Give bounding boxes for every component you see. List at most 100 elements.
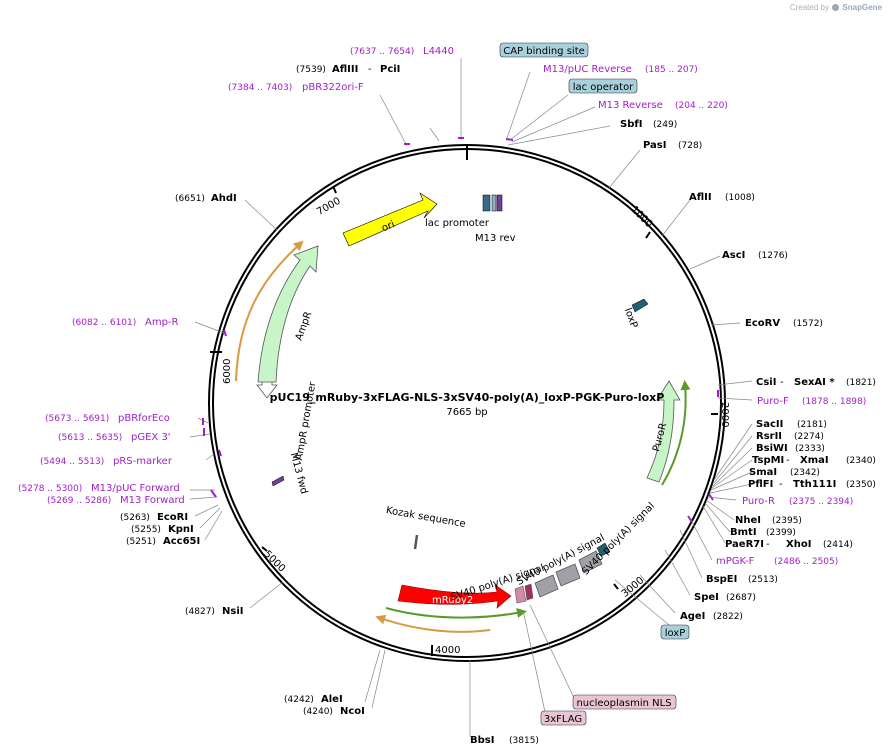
enzyme-pasi[interactable]: PasI <box>643 140 666 151</box>
primer-m13puc-fwd[interactable]: M13/pUC Forward <box>91 483 180 494</box>
loxp-box-label: loxP <box>665 628 686 639</box>
primer-pbrforeco[interactable]: pBRforEco <box>118 413 170 424</box>
primer-l4440-pos: (7637 .. 7654) <box>350 47 414 57</box>
enzyme-afliii[interactable]: AflIII <box>332 64 358 75</box>
credit-brand: SnapGene <box>842 3 882 12</box>
loxp-box[interactable]: loxP <box>660 624 690 640</box>
nucleoplasmin-nls-box[interactable]: nucleoplasmin NLS <box>572 694 677 710</box>
snapgene-logo-icon <box>832 4 840 11</box>
mruby2-feature[interactable]: mRuby2 <box>397 584 512 609</box>
ori-feature[interactable]: ori <box>342 192 438 247</box>
loxp-feature-top[interactable]: loxP <box>622 298 649 330</box>
enzyme-sbfi[interactable]: SbfI <box>620 119 642 130</box>
enzyme-bspei[interactable]: BspEI <box>706 574 737 585</box>
tick-2000-label: 2000 <box>719 402 730 427</box>
enzyme-bmti[interactable]: BmtI <box>730 527 757 538</box>
enzyme-bspei-pos: (2513) <box>748 575 778 585</box>
enzyme-acc65i[interactable]: Acc65I <box>163 536 200 547</box>
orf-arc-lower <box>375 614 491 633</box>
nucleoplasmin-nls-label: nucleoplasmin NLS <box>576 698 671 709</box>
primer-marks <box>202 137 719 523</box>
primer-ampr-pos: (6082 .. 6101) <box>72 318 136 328</box>
primer-m13puc-rev[interactable]: M13/pUC Reverse <box>543 64 632 75</box>
primer-pbr322ori[interactable]: pBR322ori-F <box>302 82 364 93</box>
enzyme-asci[interactable]: AscI <box>722 250 745 261</box>
primer-l4440[interactable]: L4440 <box>423 46 454 57</box>
kozak-label: Kozak sequence <box>385 505 466 530</box>
cap-binding-site-label: CAP binding site <box>503 46 585 57</box>
backbone-outer <box>208 144 726 662</box>
enzyme-rsrii-pos: (2274) <box>794 432 824 442</box>
tick-4000: 4000 <box>431 645 460 656</box>
enzyme-tspmi[interactable]: TspMI <box>752 455 784 466</box>
lac-operator-label: lac operator <box>573 82 634 93</box>
enzyme-bbsi[interactable]: BbsI <box>470 735 494 746</box>
enzyme-pflfi[interactable]: PflFI <box>748 479 773 490</box>
enzyme-sexai[interactable]: SexAI * <box>794 377 835 388</box>
tick-5000-label: 5000 <box>261 549 287 575</box>
enzyme-nsii-pos: (4827) <box>185 607 215 617</box>
enzyme-pcii-sep: - <box>368 64 372 75</box>
enzyme-nsii[interactable]: NsiI <box>222 606 243 617</box>
ampr-promoter-feature[interactable]: AmpR promoter <box>256 371 319 461</box>
primer-pgex3-pos: (5613 .. 5635) <box>58 433 122 443</box>
enzyme-xhoi[interactable]: XhoI <box>786 539 811 550</box>
enzyme-spei-pos: (2687) <box>726 593 756 603</box>
enzyme-alei-pos: (4242) <box>284 695 314 705</box>
enzyme-pasi-pos: (728) <box>678 141 702 151</box>
enzyme-ecori-pos: (5263) <box>120 513 150 523</box>
enzyme-paer7i-sep: - <box>766 539 770 550</box>
enzyme-bbsi-pos: (3815) <box>509 736 539 746</box>
enzyme-ahdi[interactable]: AhdI <box>211 193 237 204</box>
enzyme-kpni[interactable]: KpnI <box>168 524 194 535</box>
enzyme-alei[interactable]: AleI <box>321 694 343 705</box>
tick-2000: 2000 <box>711 402 730 427</box>
enzyme-sacii-pos: (2181) <box>797 420 827 430</box>
primer-prs[interactable]: pRS-marker <box>113 456 173 467</box>
enzyme-xmai[interactable]: XmaI <box>800 455 829 466</box>
enzyme-tspmi-pos: (2340) <box>846 456 876 466</box>
enzyme-ncoi[interactable]: NcoI <box>340 706 365 717</box>
primer-puro-r[interactable]: Puro-R <box>742 496 775 507</box>
enzyme-acc65i-pos: (5251) <box>126 537 156 547</box>
primer-m13-forward-pos: (5269 .. 5286) <box>47 496 111 506</box>
kozak-feature[interactable]: Kozak sequence <box>385 505 466 550</box>
3xflag-box[interactable]: 3xFLAG <box>540 710 587 726</box>
enzyme-smai[interactable]: SmaI <box>749 467 777 478</box>
primer-ampr[interactable]: Amp-R <box>145 317 179 328</box>
3xflag-label: 3xFLAG <box>544 714 582 725</box>
enzyme-pcii[interactable]: PciI <box>380 64 400 75</box>
enzyme-ecori[interactable]: EcoRI <box>157 512 188 523</box>
enzyme-spei[interactable]: SpeI <box>694 592 719 603</box>
enzyme-paer7i[interactable]: PaeR7I <box>725 539 764 550</box>
enzyme-sacii[interactable]: SacII <box>756 419 783 430</box>
enzyme-agei[interactable]: AgeI <box>680 611 705 622</box>
enzyme-bsiwi[interactable]: BsiWI <box>756 443 788 454</box>
lac-promoter-label: lac promoter <box>425 218 490 229</box>
enzyme-rsrii[interactable]: RsrII <box>756 431 782 442</box>
primer-pgex3[interactable]: pGEX 3' <box>131 432 171 443</box>
lac-operator-box[interactable]: lac operator <box>568 78 638 94</box>
primer-puro-f-pos: (1878 .. 1898) <box>802 397 866 407</box>
enzyme-ecorv[interactable]: EcoRV <box>745 318 780 329</box>
lac-promoter-feature[interactable]: lac promoter M13 rev <box>425 194 516 244</box>
primer-m13-forward[interactable]: M13 Forward <box>120 495 185 506</box>
puror-feature[interactable]: PuroR <box>646 380 681 483</box>
enzyme-csii[interactable]: CsiI <box>756 377 776 388</box>
enzyme-paer7i-pos: (2414) <box>823 540 853 550</box>
enzyme-nhei[interactable]: NheI <box>735 515 761 526</box>
tick-5000: 5000 <box>261 546 287 575</box>
primer-prs-pos: (5494 .. 5513) <box>40 457 104 467</box>
enzyme-ecorv-pos: (1572) <box>793 319 823 329</box>
primer-m13puc-fwd-pos: (5278 .. 5300) <box>18 484 82 494</box>
ampr-feature[interactable]: AmpR <box>257 245 319 383</box>
enzyme-tth111i[interactable]: Tth111I <box>793 479 836 490</box>
enzyme-aflii[interactable]: AflII <box>689 192 712 203</box>
cap-binding-site-box[interactable]: CAP binding site <box>499 42 589 58</box>
primer-mpgk-f[interactable]: mPGK-F <box>716 556 755 567</box>
enzyme-ncoi-pos: (4240) <box>303 707 333 717</box>
enzyme-agei-pos: (2822) <box>713 612 743 622</box>
primer-puro-f[interactable]: Puro-F <box>757 396 789 407</box>
primer-m13-reverse[interactable]: M13 Reverse <box>598 100 663 111</box>
